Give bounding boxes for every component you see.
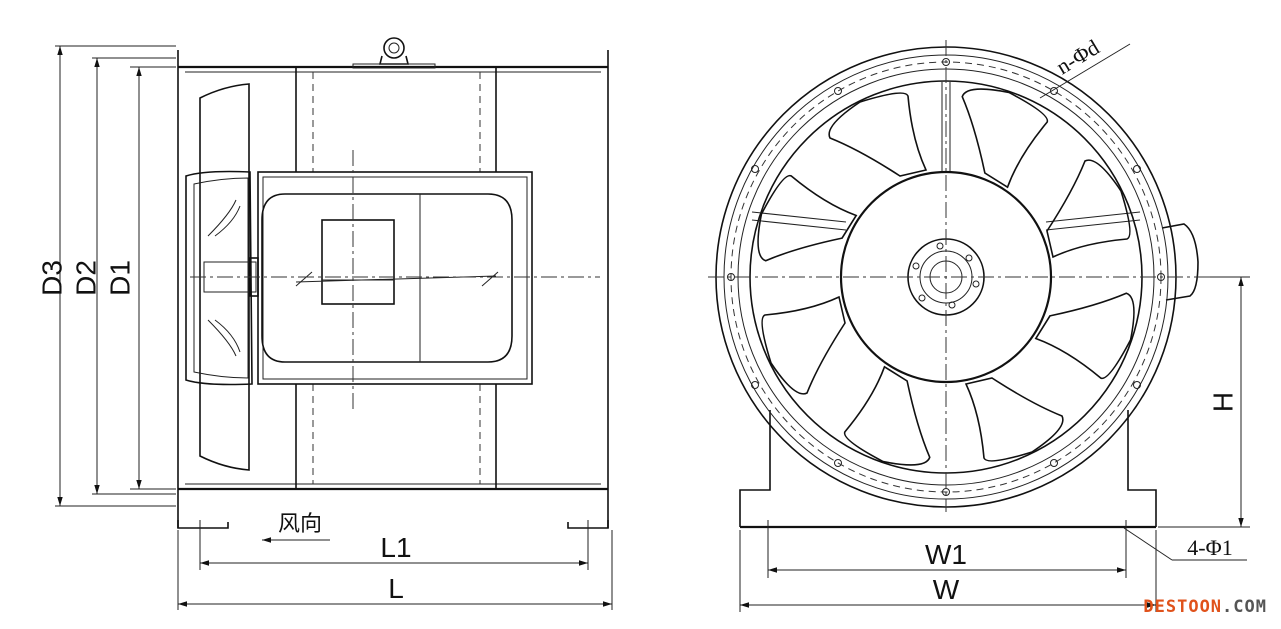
- support-arms: [751, 82, 1141, 231]
- dimension-d2: D2: [71, 57, 176, 495]
- side-view: D3 D2 D1 风向 L1 L: [37, 37, 613, 610]
- dim-label-d1: D1: [105, 260, 136, 296]
- dim-label-l1: L1: [380, 532, 411, 563]
- dim-label-d2: D2: [71, 260, 102, 296]
- dimension-d3: D3: [37, 45, 176, 507]
- dimension-l: L: [177, 530, 613, 610]
- foot-hole-label: 4-Φ1: [1187, 535, 1232, 560]
- foot-hole-callout: 4-Φ1: [1123, 527, 1247, 561]
- motor: [257, 171, 533, 385]
- dimension-w1: W1: [767, 520, 1127, 578]
- impeller-blade: [185, 83, 259, 471]
- casing-outline: [177, 50, 609, 529]
- dim-label-w1: W1: [925, 539, 967, 570]
- front-view: n-Φd H 4-Φ1 W1 W: [708, 34, 1250, 612]
- lifting-eye: [352, 37, 436, 69]
- dim-label-h: H: [1208, 392, 1239, 412]
- bolt-circle: [730, 61, 1162, 493]
- dimension-h: H: [1158, 276, 1250, 528]
- dimension-d1: D1: [105, 66, 176, 490]
- motor-support: [295, 67, 497, 489]
- dimension-l1: L1: [199, 520, 589, 570]
- watermark-part1: DESTOON: [1143, 597, 1223, 617]
- terminal-box: [1161, 223, 1199, 301]
- dim-label-d3: D3: [37, 260, 68, 296]
- dim-label-w: W: [933, 574, 960, 605]
- airflow-label: 风向: [278, 511, 322, 536]
- airflow-indicator: 风向: [262, 511, 330, 543]
- watermark-part2: .COM: [1222, 597, 1267, 617]
- dim-label-l: L: [388, 573, 404, 604]
- flange-hole-label: n-Φd: [1052, 34, 1104, 79]
- dimension-w: W: [739, 530, 1157, 612]
- impeller-blades: [757, 88, 1135, 466]
- watermark-logo: DESTOON.COM: [1143, 597, 1267, 617]
- base-stand: [739, 410, 1157, 529]
- flange-hole-callout: n-Φd: [1039, 34, 1131, 99]
